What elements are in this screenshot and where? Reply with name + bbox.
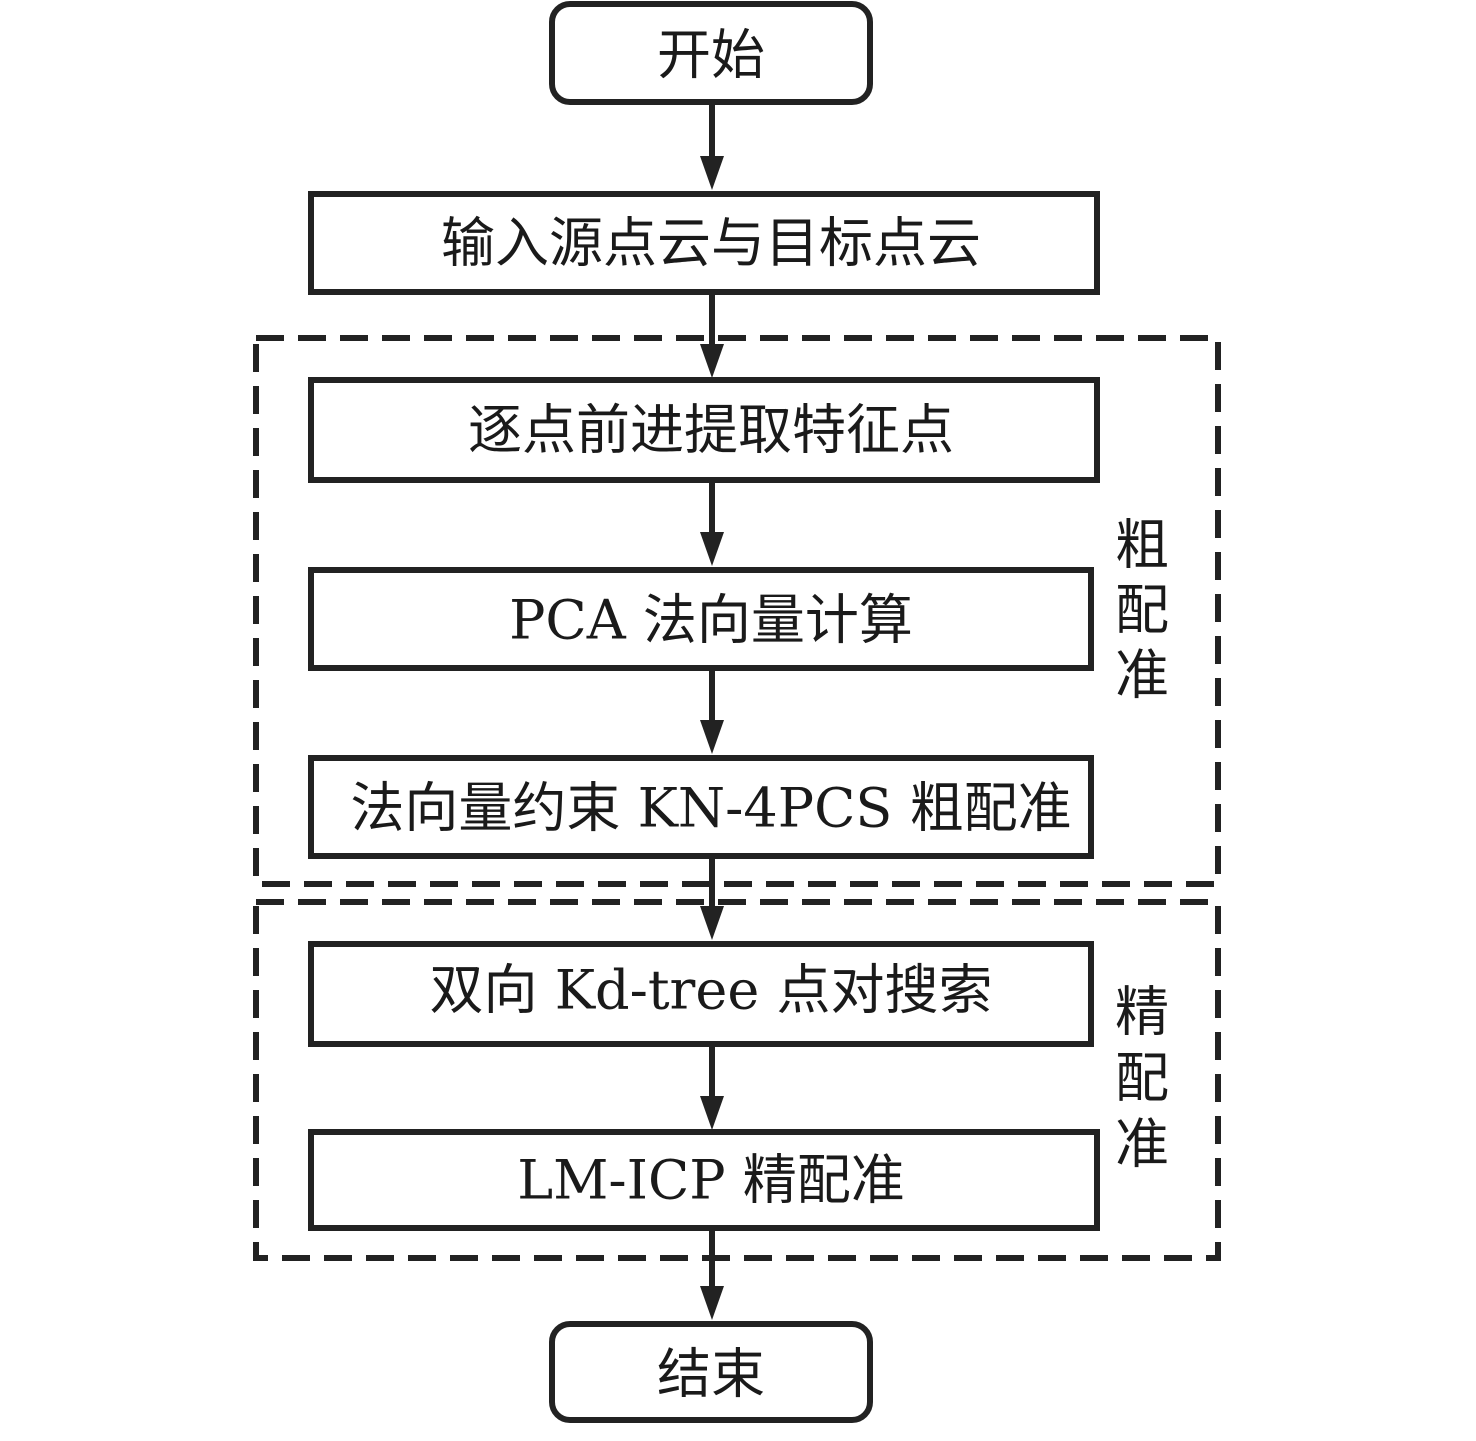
- coarse-registration-label: 粗 配 准: [1115, 514, 1169, 707]
- kdtree-search-node: [308, 941, 1094, 1047]
- pca-normal-node: [308, 567, 1094, 671]
- arrow-feature-to-pca-head: [700, 532, 724, 566]
- arrow-lmicp-to-end-head: [700, 1286, 724, 1320]
- kdtree-search-label: 双向 Kd-tree 点对搜索: [430, 959, 993, 1022]
- lmicp-label: LM-ICP 精配准: [517, 1149, 905, 1212]
- pca-normal-label: PCA 法向量计算: [509, 589, 913, 652]
- flow-arrows: [700, 102, 724, 1320]
- start-label: 开始: [657, 24, 765, 87]
- input-node: [308, 191, 1100, 295]
- fine-registration-label: 精 配 准: [1115, 981, 1169, 1176]
- input-label: 输入源点云与目标点云: [441, 212, 981, 275]
- lmicp-node: [308, 1129, 1100, 1231]
- kn4pcs-label: 法向量约束 KN-4PCS 粗配准: [350, 777, 1071, 840]
- fine-label-char: 配: [1115, 1047, 1169, 1110]
- start-node: [549, 1, 873, 105]
- end-node: [549, 1321, 873, 1423]
- coarse-label-char: 粗: [1115, 514, 1169, 577]
- arrow-kn4pcs-to-kdtree-head: [700, 906, 724, 940]
- coarse-label-char: 准: [1115, 644, 1169, 707]
- coarse-registration-group: [253, 335, 1221, 887]
- fine-label-char: 准: [1115, 1113, 1169, 1176]
- fine-registration-group: [253, 899, 1221, 1261]
- fine-label-char: 精: [1115, 981, 1169, 1044]
- arrow-pca-to-kn4pcs-head: [700, 720, 724, 754]
- feature-extraction-label: 逐点前进提取特征点: [468, 399, 954, 462]
- arrow-kdtree-to-lmicp-head: [700, 1096, 724, 1130]
- kn4pcs-node: [308, 755, 1094, 859]
- feature-extraction-node: [308, 377, 1100, 483]
- coarse-label-char: 配: [1115, 579, 1169, 642]
- end-label: 结束: [657, 1343, 765, 1406]
- arrow-input-to-feature-head: [700, 344, 724, 378]
- arrow-start-to-input-head: [700, 156, 724, 190]
